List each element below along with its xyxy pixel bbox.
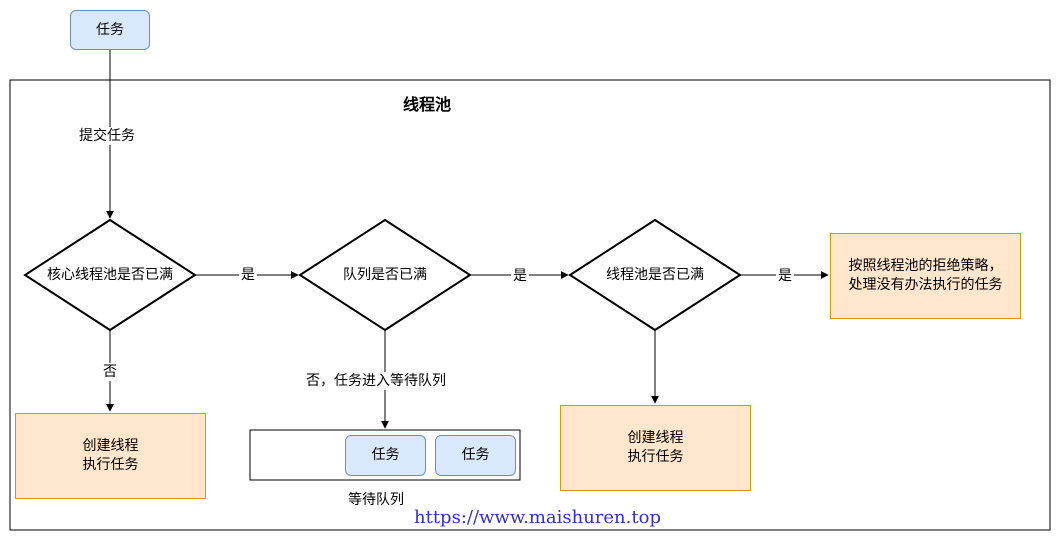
- pool-title: 线程池: [403, 95, 452, 114]
- edge-label-no-queue: 否，任务进入等待队列: [304, 372, 448, 390]
- reject-policy-line-2: 处理没有办法执行的任务: [848, 277, 1003, 293]
- edge-label-yes-3: 是: [776, 267, 794, 285]
- thread-pool-container: [9, 79, 1051, 531]
- edge-label-yes-1: 是: [239, 266, 257, 284]
- queue-task-2: 任务: [435, 435, 516, 476]
- create-pool-line-1: 创建线程: [627, 430, 684, 446]
- create-core-line-1: 创建线程: [82, 438, 139, 454]
- queue-task-1: 任务: [345, 435, 426, 476]
- edge-label-submit: 提交任务: [77, 127, 137, 145]
- queue-task-2-label: 任务: [461, 447, 490, 463]
- queue-task-1-label: 任务: [371, 447, 400, 463]
- reject-policy-node: 按照线程池的拒绝策略， 处理没有办法执行的任务: [830, 233, 1021, 319]
- task-start-label: 任务: [96, 21, 124, 38]
- waiting-queue-label: 等待队列: [348, 492, 404, 508]
- task-start-node: 任务: [70, 10, 150, 50]
- create-pool-line-2: 执行任务: [627, 449, 684, 465]
- create-core-line-2: 执行任务: [82, 457, 139, 473]
- core-full-label: 核心线程池是否已满: [47, 267, 173, 283]
- create-pool-thread-node: 创建线程 执行任务: [560, 405, 751, 491]
- create-core-thread-node: 创建线程 执行任务: [15, 413, 206, 499]
- edge-label-yes-2: 是: [511, 267, 529, 285]
- reject-policy-line-1: 按照线程池的拒绝策略，: [848, 258, 1003, 274]
- edge-label-no-core: 否: [101, 363, 119, 381]
- queue-full-label: 队列是否已满: [343, 267, 427, 283]
- pool-full-label: 线程池是否已满: [606, 267, 704, 283]
- watermark-url: https://www.maishuren.top: [414, 507, 661, 528]
